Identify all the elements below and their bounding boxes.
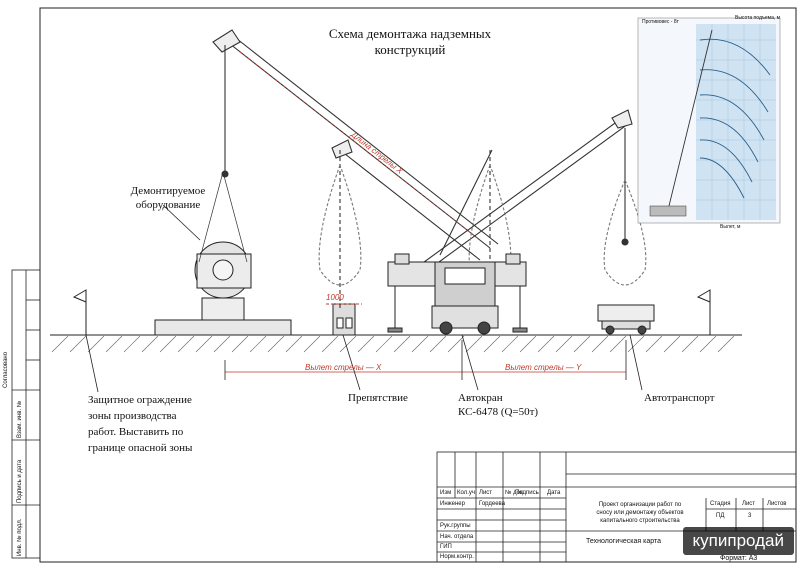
load-chart-axis-bottom: Вылет, м (720, 224, 741, 230)
crane-truck (387, 253, 528, 335)
obstacle-block (326, 303, 362, 336)
label-fence: Защитное ограждение зоны производства ра… (88, 394, 193, 454)
leader-lines (85, 204, 643, 393)
tb-col-4: Подпись (515, 490, 539, 496)
dimension-lines (224, 51, 627, 380)
tb-role-gip: ГИП (440, 544, 452, 550)
tb-stage: ПД (716, 513, 725, 519)
tb-sheet-label: Лист (742, 501, 756, 507)
tb-stage-label: Стадия (710, 501, 731, 507)
tb-role-head: Нач. отдела (440, 534, 474, 540)
side-label-replace-inv: Взам. инв. № (17, 400, 23, 438)
drawing-title: Схема демонтажа надземных конструкций (328, 26, 492, 57)
tb-project: Проект организации работ по сносу или де… (596, 502, 684, 524)
tb-role-norm: Норм.контр. (440, 554, 474, 560)
annotation-reach-y: Вылет стрелы — Y (505, 363, 582, 372)
tb-sheets-label: Листов (767, 501, 787, 507)
tb-col-1: Кол.уч (457, 490, 475, 496)
tb-col-0: Изм (440, 490, 452, 496)
transport-truck (597, 304, 655, 335)
tb-col-2: Лист (479, 490, 493, 496)
side-label-agreed: Согласовано (3, 351, 9, 388)
load-chart-header-right: Высота подъема, м (735, 15, 781, 21)
ground (50, 334, 742, 353)
tb-sheet: 3 (748, 513, 752, 519)
tb-col-5: Дата (547, 490, 561, 496)
format-label: Формат: А3 (720, 555, 758, 562)
label-equipment: Демонтируемое оборудование (130, 185, 206, 211)
fence-flags (72, 289, 711, 335)
annotation-dim-1000: 1000 (326, 293, 344, 302)
tb-role-lead: Рук.группы (440, 523, 471, 529)
label-obstacle: Препятствие (348, 392, 408, 404)
tb-role-engineer: Инженер (440, 501, 465, 507)
watermark-logo: купипродай (682, 527, 794, 555)
tb-col-3: № док (505, 490, 523, 496)
load-chart (637, 17, 781, 224)
binding-strip (11, 269, 41, 559)
side-label-sign-date: Подпись и дата (17, 459, 23, 503)
side-label-inv-orig: Инв. № подл. (17, 518, 23, 556)
label-truck: Автотранспорт (644, 392, 715, 404)
equipment-tank (154, 171, 292, 336)
tb-engineer-name: Гордеева (479, 501, 506, 507)
load-chart-header-left: Противовес - 8т (642, 19, 679, 25)
title-block-grid (436, 451, 797, 563)
annotation-reach-x: Вылет стрелы — X (305, 363, 382, 372)
tb-sheet-title: Технологическая карта (586, 538, 662, 545)
label-crane: Автокран КС-6478 (Q=50т) (458, 392, 539, 418)
